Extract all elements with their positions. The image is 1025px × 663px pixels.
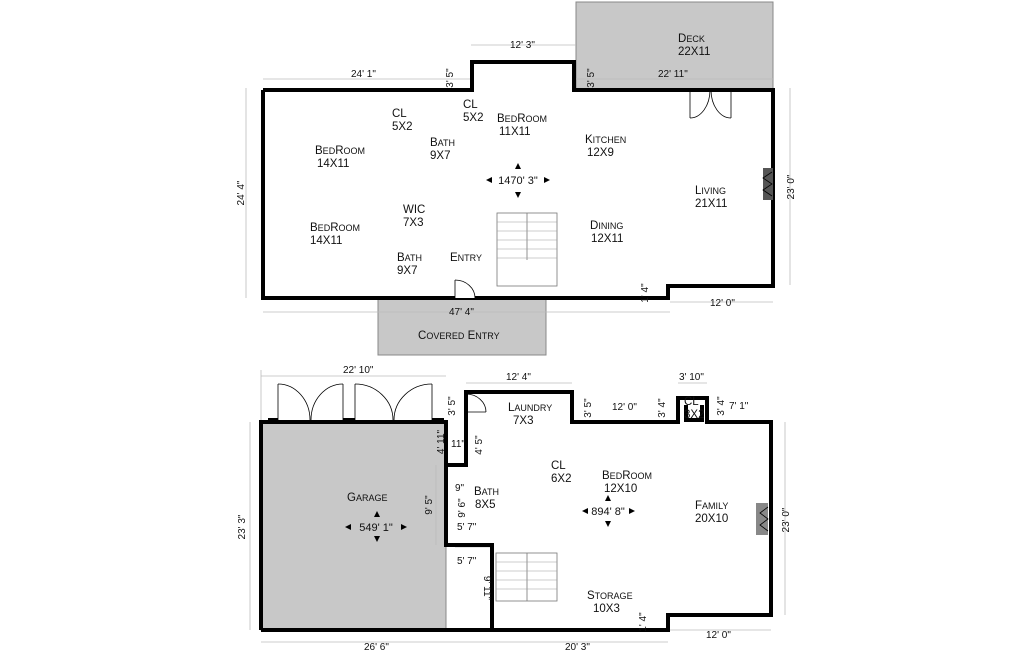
dim-5-7-a: 5' 7" [457,522,477,533]
main-area-indicator: 894' 8" [582,495,635,527]
deck-area [575,1,774,91]
dim-7-1: 7' 1" [729,401,749,412]
dim-3-4-b: 3' 4" [716,396,727,416]
dim-23-3: 23' 3" [237,514,248,539]
entry-label: ENTRY [450,252,482,264]
upper-exterior-walls [261,60,775,300]
dim-3-5-a: 3' 5" [447,396,458,416]
dim-23-0-lower: 23' 0" [781,507,792,532]
dim-12-0-lower-top: 12' 0" [612,402,637,413]
covered-entry-label: COVERED ENTRY [418,330,500,342]
garage-interior-wall [444,465,494,630]
main-area-text: 894' 8" [591,506,625,518]
dim-12-0-upper: 12' 0" [710,298,735,309]
dim-12-0-lower-bottom: 12' 0" [706,630,731,641]
dim-24-4: 24' 4" [236,180,247,205]
dim-11: 11" [451,439,465,450]
fireplace-icon [762,168,773,200]
dim-26-6: 26' 6" [364,642,389,653]
dim-4-5: 4' 5" [474,435,485,455]
upper-area-indicator: 1470' 3" [486,163,550,198]
dim-1-4-lower: 1' 4" [638,612,649,632]
dim-5-7-b: 5' 7" [457,556,477,567]
garage-area [260,421,447,631]
dim-4-11: 4' 11" [436,429,447,454]
dim-9: 9" [455,483,465,494]
entry-door-icon [454,279,476,299]
french-door-icon [689,89,732,119]
fireplace-icon [756,503,769,535]
dim-3-4-a: 3' 4" [657,398,668,418]
dim-3-10: 3' 10" [679,372,704,383]
garage-area-text: 549' 1" [359,522,393,534]
closet-walls [684,405,704,422]
dim-9-5: 9' 5" [424,495,435,515]
dim-3-5-left: 3' 5" [445,68,456,88]
covered-entry-area [377,297,547,356]
dim-20-3: 20' 3" [565,642,590,653]
lower-stairs [495,552,558,602]
dim-47-4: 47' 4" [449,307,474,318]
dim-23-0-upper: 23' 0" [786,174,797,199]
dim-9-11: 9' 11" [481,576,492,601]
garage-area-indicator: 549' 1" [345,511,407,542]
lower-exterior-walls [259,390,773,632]
garage-door-icon [268,383,444,424]
dim-12-4: 12' 4" [506,372,531,383]
upper-area-text: 1470' 3" [498,175,538,187]
dim-12-3: 12' 3" [510,40,535,51]
dim-3-5-b: 3' 5" [583,398,594,418]
garage-label: GARAGE [347,492,388,504]
dim-24-1: 24' 1" [351,69,376,80]
dim-1-4-upper: 1' 4" [640,283,651,303]
upper-stairs [496,212,558,287]
dim-3-5-right: 3' 5" [586,68,597,88]
upper-dimension-lines [245,44,791,313]
dim-22-10: 22' 10" [343,365,374,376]
dim-22-11: 22' 11" [658,69,688,80]
dim-9-6: 9' 6" [457,498,468,518]
laundry-door-icon [465,393,487,413]
